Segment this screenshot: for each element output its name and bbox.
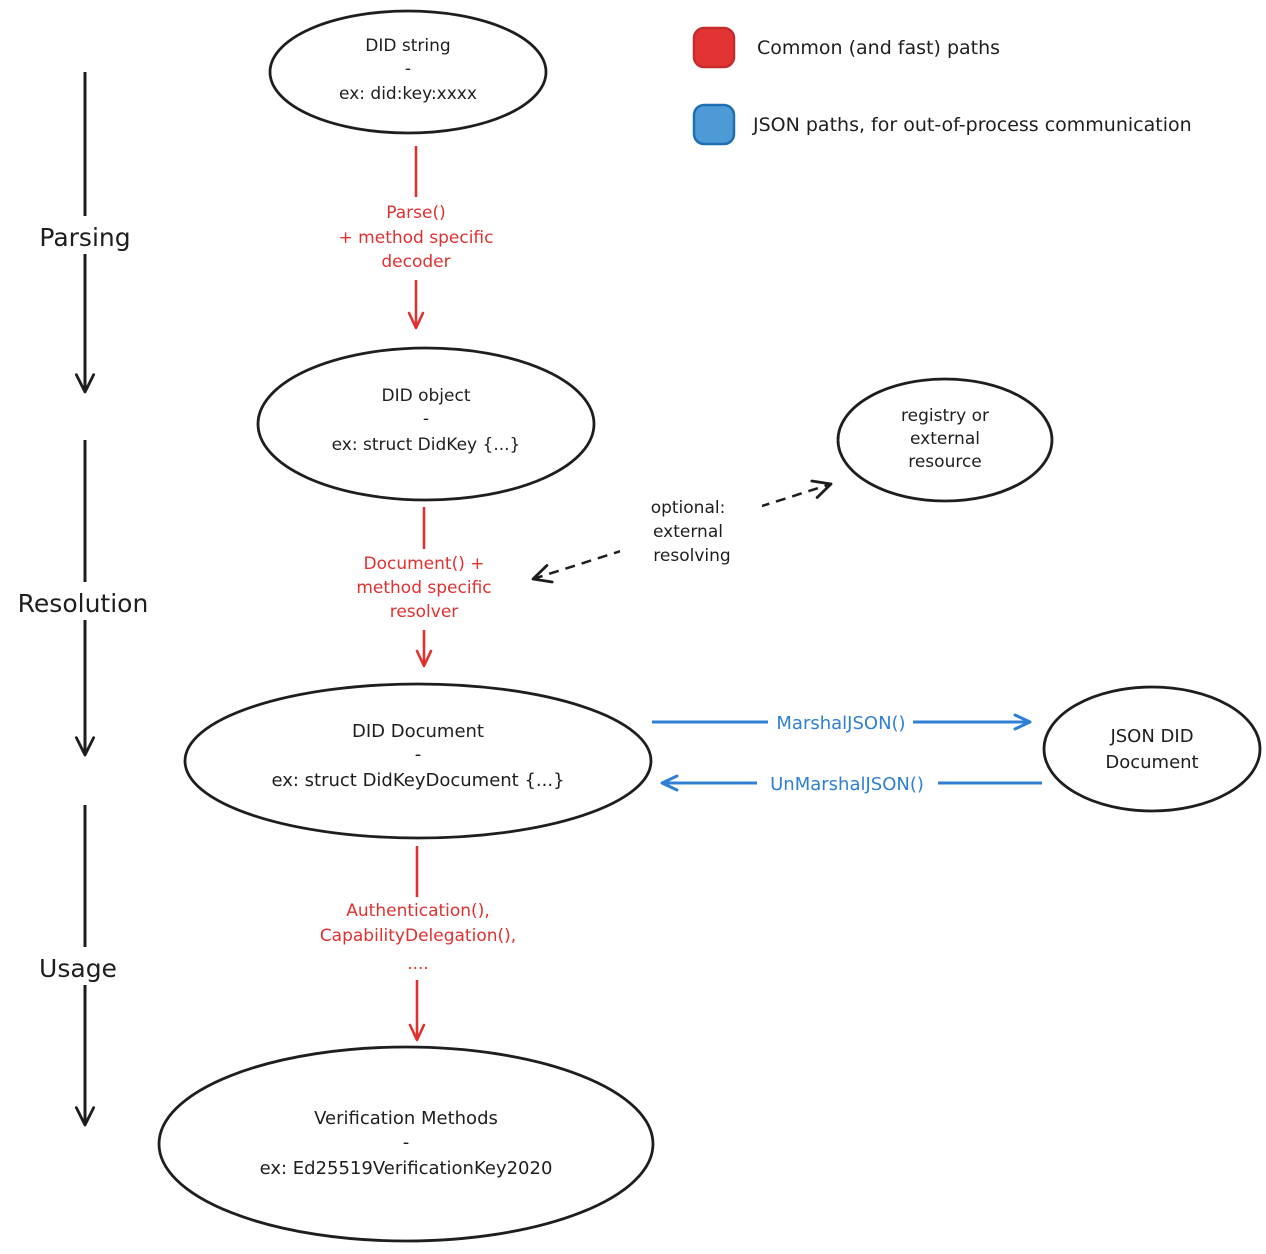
optional-label-line3: resolving (653, 546, 730, 566)
edge-use: Authentication(), CapabilityDelegation()… (320, 846, 516, 1042)
resolution-stage-label: Resolution (18, 589, 149, 618)
parse-label-line2: + method specific (339, 228, 494, 248)
edge-unmarshal-json: UnMarshalJSON() (660, 774, 1042, 795)
verification-methods-example: ex: Ed25519VerificationKey2020 (260, 1158, 553, 1179)
optional-label-line1: optional: (651, 498, 726, 518)
legend-blue-swatch (692, 103, 736, 146)
did-document-example: ex: struct DidKeyDocument {...} (271, 770, 564, 791)
parse-label-line3: decoder (381, 252, 450, 272)
legend-common-label: Common (and fast) paths (757, 37, 1000, 59)
json-did-document-line1: JSON DID (1109, 726, 1193, 747)
parsing-stage-label: Parsing (39, 223, 130, 252)
verification-methods-sep: - (403, 1132, 410, 1153)
stage-usage: Usage (33, 805, 125, 1127)
parse-label-line1: Parse() (386, 203, 445, 223)
did-object-sep: - (423, 409, 429, 429)
legend-json-label: JSON paths, for out-of-process communica… (752, 114, 1192, 136)
use-label-line3: .... (407, 954, 429, 974)
did-string-example: ex: did:key:xxxx (339, 84, 477, 104)
did-string-ellipse (268, 9, 548, 135)
did-string-sep: - (405, 59, 411, 79)
resolve-label-line2: method specific (356, 578, 491, 598)
edge-parse: Parse() + method specific decoder (339, 146, 494, 330)
did-object-example: ex: struct DidKey {...} (332, 435, 521, 455)
optional-label-line2: external (653, 522, 723, 542)
node-json-did-document: JSON DID Document (1042, 685, 1262, 813)
json-did-document-ellipse (1042, 685, 1262, 813)
edge-marshal-json: MarshalJSON() (652, 713, 1032, 734)
did-string-title: DID string (365, 36, 450, 56)
stage-parsing: Parsing (34, 72, 136, 394)
registry-line3: resource (908, 452, 982, 472)
registry-line2: external (910, 429, 980, 449)
json-did-document-line2: Document (1105, 752, 1198, 773)
optional-label-mask (620, 493, 762, 567)
node-verification-methods: Verification Methods - ex: Ed25519Verifi… (157, 1045, 655, 1243)
registry-line1: registry or (901, 406, 989, 426)
use-label-line1: Authentication(), (346, 901, 489, 921)
stage-resolution: Resolution (8, 440, 162, 757)
did-document-ellipse (183, 682, 653, 840)
usage-label-mask (33, 947, 125, 985)
node-did-document: DID Document - ex: struct DidKeyDocument… (183, 682, 653, 840)
resolve-label-line1: Document() + (364, 554, 485, 574)
unmarshal-label: UnMarshalJSON() (770, 774, 924, 795)
resolution-label-mask (8, 582, 162, 620)
did-object-title: DID object (382, 386, 471, 406)
registry-ellipse (836, 377, 1054, 503)
parsing-label-mask (34, 216, 136, 254)
did-document-sep: - (415, 744, 422, 765)
legend: Common (and fast) paths JSON paths, for … (692, 26, 1192, 146)
usage-stage-label: Usage (39, 954, 117, 983)
verification-methods-ellipse (157, 1045, 655, 1243)
use-label-line2: CapabilityDelegation(), (320, 926, 516, 946)
legend-red-swatch (692, 26, 736, 69)
did-object-ellipse (256, 346, 596, 502)
verification-methods-title: Verification Methods (314, 1108, 498, 1129)
did-document-title: DID Document (352, 721, 484, 742)
edge-optional-external-resolving: optional: external resolving (531, 479, 833, 584)
resolve-label-line3: resolver (390, 602, 459, 622)
marshal-label: MarshalJSON() (776, 713, 905, 734)
node-registry: registry or external resource (836, 377, 1054, 503)
node-did-object: DID object - ex: struct DidKey {...} (256, 346, 596, 502)
edge-resolve: Document() + method specific resolver (356, 507, 492, 668)
node-did-string: DID string - ex: did:key:xxxx (268, 9, 548, 135)
